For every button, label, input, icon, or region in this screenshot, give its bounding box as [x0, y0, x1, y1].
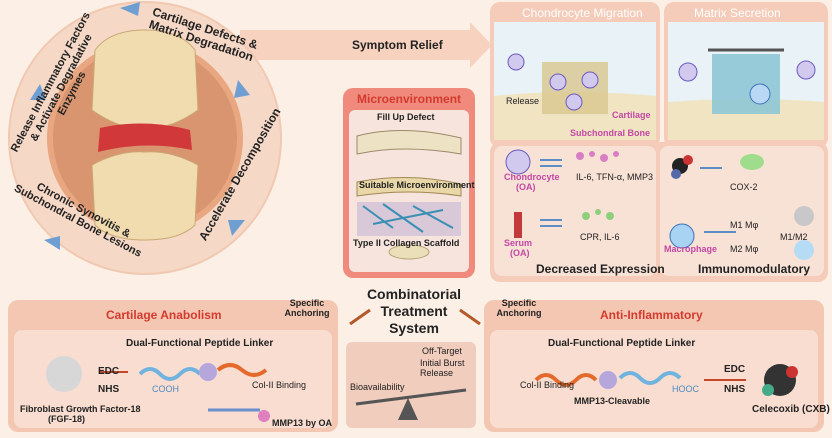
anabolism-linker-label: Dual-Functional Peptide Linker [126, 338, 274, 349]
fgf-abbr-label: (FGF-18) [48, 414, 85, 424]
symptom-relief-label: Symptom Relief [352, 38, 443, 52]
microenvironment-title: Microenvironment [357, 92, 462, 106]
antiinflam-illustration [534, 364, 798, 396]
migration-illustration [494, 22, 656, 140]
fgf-label: Fibroblast Growth Factor-18 [20, 404, 141, 414]
serum-markers: CPR, IL-6 [580, 232, 620, 242]
cartilage-label: Cartilage [612, 110, 651, 120]
burst-label: Initial Burst Release [420, 358, 465, 378]
bioavailability-label: Bioavailability [350, 382, 405, 392]
subchondral-label: Subchondral Bone [570, 128, 651, 138]
left-anchor-label: Specific Anchoring [284, 298, 330, 318]
anabolism-illustration [46, 356, 270, 422]
serum-oa-label: (OA) [510, 248, 530, 258]
cleavable-label: MMP13-Cleavable [574, 396, 651, 406]
anabolism-title: Cartilage Anabolism [106, 308, 222, 322]
immuno-illustration [669, 154, 814, 260]
expression-caption: Decreased Expression [536, 262, 665, 276]
immuno-caption: Immunomodulatory [698, 262, 811, 276]
cycle-arrows [30, 2, 250, 250]
fill-up-label: Fill Up Defect [377, 112, 435, 122]
anabolism-colii: Col-II Binding [252, 380, 307, 390]
suitable-label: Suitable Microenvironment [359, 180, 475, 190]
microenvironment-panel: Microenvironment Fill Up Defect Suitable… [343, 88, 475, 278]
serum-label: Serum [504, 238, 533, 248]
chondro-markers: IL-6, TFN-α, MMP3 [576, 172, 654, 182]
anchor-arrows [349, 308, 481, 326]
right-anchor-label: Specific Anchoring [496, 298, 542, 318]
release-label: Release [506, 96, 540, 106]
m2-label: M2 Mφ [730, 244, 759, 254]
balance-scale [355, 388, 467, 420]
matrix-illustration [668, 22, 824, 140]
oa-cycle-diagram [8, 1, 282, 275]
femur-bone [91, 29, 199, 129]
antiinflam-nhs: NHS [724, 384, 746, 395]
m1-m2-ratio-label: M1/M2 [780, 232, 808, 242]
symptom-relief-arrow [240, 22, 492, 68]
hooc-label: HOOC [672, 384, 699, 394]
antiinflam-linker-label: Dual-Functional Peptide Linker [548, 338, 696, 349]
tibia-bone [91, 151, 199, 241]
macrophage-label: Macrophage [664, 244, 718, 254]
cooh-label: COOH [152, 384, 179, 394]
cox2-label: COX-2 [730, 182, 758, 192]
celecoxib-label: Celecoxib (CXB) [752, 404, 830, 415]
m1-label: M1 Mφ [730, 220, 759, 230]
antiinflam-colii: Col-II Binding [520, 380, 575, 390]
chondrocyte-label: Chondrocyte [504, 172, 560, 182]
center-title: Combinatorial Treatment System [366, 286, 462, 336]
matrix-title: Matrix Secretion [694, 6, 781, 20]
antiinflam-title: Anti-Inflammatory [600, 308, 703, 322]
scaffold-label: Type II Collagen Scaffold [353, 238, 460, 248]
chondrocyte-oa-label: (OA) [516, 182, 536, 192]
expression-illustration [505, 149, 619, 238]
scaffold-illustration [356, 129, 462, 260]
migration-title: Chondrocyte Migration [522, 6, 643, 20]
off-target-label: Off-Target [422, 346, 462, 356]
anabolism-nhs: NHS [98, 384, 120, 395]
mmp13-label: MMP13 by OA [272, 418, 333, 428]
lesion-area [98, 123, 192, 152]
antiinflam-edc: EDC [724, 364, 746, 375]
anabolism-edc: EDC [98, 366, 120, 377]
